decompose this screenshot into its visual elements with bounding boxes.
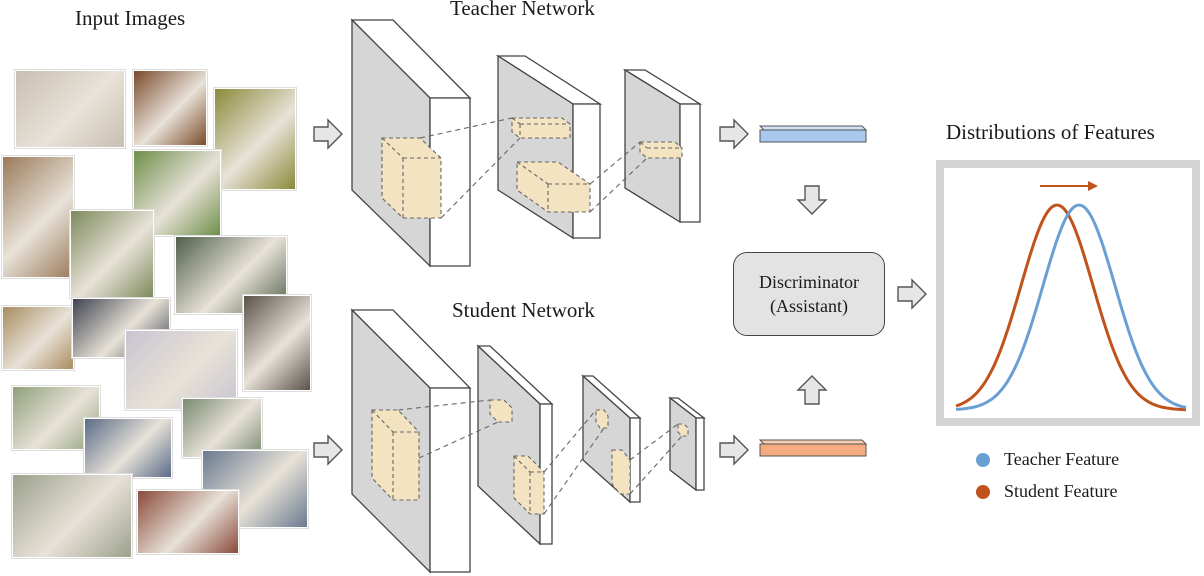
student-feature-bar	[758, 439, 868, 457]
input-photo-cat	[133, 70, 207, 146]
student-receptive-fields	[371, 399, 689, 515]
input-photo-bicycle	[2, 306, 74, 370]
legend-teacher: Teacher Feature	[976, 449, 1119, 470]
input-photo-car	[84, 418, 172, 478]
distribution-plot-frame	[936, 160, 1200, 426]
student-connection-lines	[397, 399, 683, 515]
teacher-legend-label: Teacher Feature	[1004, 449, 1120, 469]
arrow-student-to-feature	[719, 435, 749, 465]
input-photo-dog	[70, 210, 154, 298]
student-block-4	[668, 396, 706, 492]
discriminator-label: Discriminator	[759, 272, 859, 292]
discriminator-box: Discriminator (Assistant)	[733, 252, 885, 336]
student-legend-marker	[976, 484, 990, 499]
teacher-connection-lines	[419, 117, 648, 219]
student-legend-label: Student Feature	[1004, 481, 1118, 501]
arrow-discriminator-to-distribution	[897, 279, 927, 309]
teacher-legend-marker	[976, 452, 990, 467]
discriminator-sublabel: (Assistant)	[770, 296, 848, 316]
arrow-input-to-teacher	[313, 119, 343, 149]
arrow-teacher-to-feature	[719, 119, 749, 149]
input-photo-car	[137, 490, 239, 554]
input-photo-car	[125, 330, 237, 410]
input-photo-dog	[2, 156, 74, 278]
input-images-title: Input Images	[75, 6, 186, 30]
input-photo-sheep	[214, 88, 296, 190]
input-photo-motorbike	[182, 398, 262, 458]
arrow-student-feature-to-discriminator	[797, 375, 827, 405]
arrow-teacher-feature-to-discriminator	[797, 185, 827, 215]
teacher-network-title: Teacher Network	[450, 0, 595, 20]
teacher-receptive-fields	[381, 117, 683, 219]
input-photo-bicycle	[12, 474, 132, 558]
student-network-title: Student Network	[452, 298, 595, 322]
student-block-2	[476, 344, 554, 546]
input-photo-cat	[15, 70, 125, 148]
input-photo-dog	[243, 295, 311, 391]
teacher-feature-bar	[758, 125, 868, 143]
legend-student: Student Feature	[976, 481, 1117, 502]
distributions-title: Distributions of Features	[946, 120, 1155, 144]
arrow-input-to-student	[313, 435, 343, 465]
